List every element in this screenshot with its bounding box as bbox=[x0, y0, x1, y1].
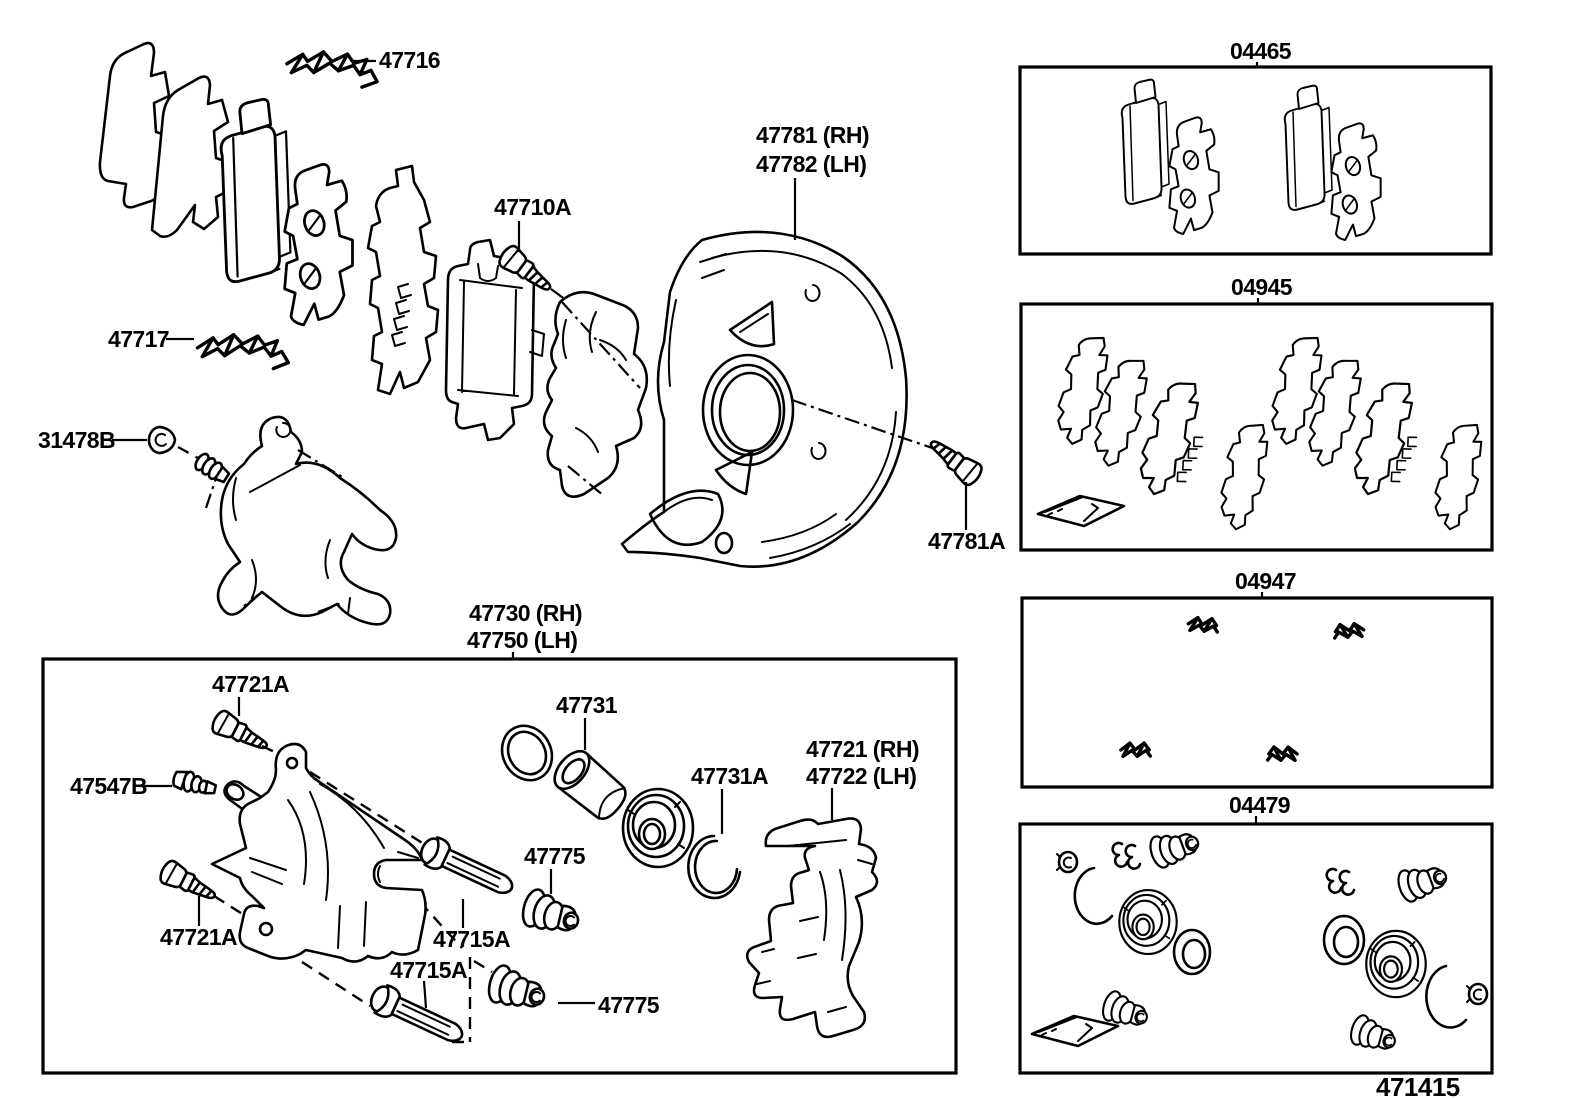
kit-box-04947 bbox=[1020, 596, 1494, 789]
label-47721-rh[interactable]: 47721 (RH) bbox=[806, 736, 919, 762]
kit-04465-contents bbox=[1120, 78, 1382, 241]
piston-seal-ring bbox=[500, 724, 554, 782]
caliper-mounting-bracket bbox=[745, 817, 879, 1039]
kit-04947-contents bbox=[1118, 612, 1367, 766]
pad-fitting-clip-47716 bbox=[283, 42, 383, 92]
label-47710a[interactable]: 47710A bbox=[494, 194, 572, 220]
figure-code: 471415 bbox=[1376, 1072, 1460, 1099]
kit-box-04465 bbox=[1018, 65, 1493, 256]
pin-bushing-mid bbox=[517, 885, 585, 941]
label-47775-mid[interactable]: 47775 bbox=[524, 843, 586, 869]
label-31478b[interactable]: 31478B bbox=[38, 427, 116, 453]
label-47716[interactable]: 47716 bbox=[379, 47, 441, 73]
label-47730-rh[interactable]: 47730 (RH) bbox=[469, 600, 582, 626]
pad-fitting-clip-47717 bbox=[194, 326, 294, 373]
kit-04945-contents bbox=[1036, 329, 1491, 534]
bleeder-plug-31478b bbox=[147, 425, 177, 455]
kit-04479-contents bbox=[1030, 823, 1489, 1057]
slide-pin-bottom bbox=[365, 979, 470, 1052]
bolt-hidden-line bbox=[550, 288, 567, 301]
boot-set-ring bbox=[687, 834, 742, 900]
caliper-bolt-upper bbox=[208, 707, 274, 758]
kit-box-04945 bbox=[1019, 302, 1494, 552]
torque-plate-bracket bbox=[542, 290, 649, 498]
disc-dust-shield bbox=[620, 230, 987, 568]
label-47781a[interactable]: 47781A bbox=[928, 528, 1006, 554]
label-kit-04479[interactable]: 04479 bbox=[1229, 792, 1291, 818]
pad-shim-stack bbox=[98, 41, 649, 498]
label-47782-lh[interactable]: 47782 (LH) bbox=[756, 151, 867, 177]
label-kit-04945[interactable]: 04945 bbox=[1231, 274, 1293, 300]
label-47721a-lower[interactable]: 47721A bbox=[160, 924, 238, 950]
inner-shim-slotted bbox=[366, 164, 440, 396]
label-47547b[interactable]: 47547B bbox=[70, 773, 148, 799]
label-47750-lh[interactable]: 47750 (LH) bbox=[467, 627, 578, 653]
label-47731a[interactable]: 47731A bbox=[691, 763, 769, 789]
pin-bushing-bottom bbox=[483, 961, 551, 1017]
assembly-dash-lines bbox=[213, 744, 463, 1008]
kit-box-04479 bbox=[1018, 822, 1494, 1075]
label-47731[interactable]: 47731 bbox=[556, 692, 618, 718]
bleeder-screw-47547b bbox=[170, 767, 219, 799]
label-kit-04465[interactable]: 04465 bbox=[1230, 38, 1292, 64]
label-47722-lh[interactable]: 47722 (LH) bbox=[806, 763, 917, 789]
caliper-body bbox=[210, 742, 427, 963]
label-47775-bottom[interactable]: 47775 bbox=[598, 992, 660, 1018]
caliper-assembly-box bbox=[41, 657, 958, 1075]
caliper-cylinder-housing bbox=[147, 415, 398, 626]
caliper-assembly-contents bbox=[156, 707, 879, 1052]
shield-bolt-47781a bbox=[922, 432, 987, 490]
piston-dust-boot bbox=[621, 787, 695, 869]
plug-assembly-line bbox=[177, 445, 199, 460]
label-47717[interactable]: 47717 bbox=[108, 326, 170, 352]
caliper-stud bbox=[194, 452, 231, 484]
caliper-piston bbox=[553, 749, 627, 821]
label-kit-04947[interactable]: 04947 bbox=[1235, 568, 1297, 594]
shield-bolt-axis bbox=[791, 398, 945, 454]
callout-lines bbox=[112, 59, 1264, 1009]
label-47721a-upper[interactable]: 47721A bbox=[212, 671, 290, 697]
label-47781-rh[interactable]: 47781 (RH) bbox=[756, 122, 869, 148]
label-47715a-right[interactable]: 47715A bbox=[433, 926, 511, 952]
pad-support-plate bbox=[444, 238, 545, 442]
label-47715a-bottom[interactable]: 47715A bbox=[390, 957, 468, 983]
slide-pin-right bbox=[415, 831, 520, 904]
caliper-bolt-lower bbox=[156, 857, 222, 908]
